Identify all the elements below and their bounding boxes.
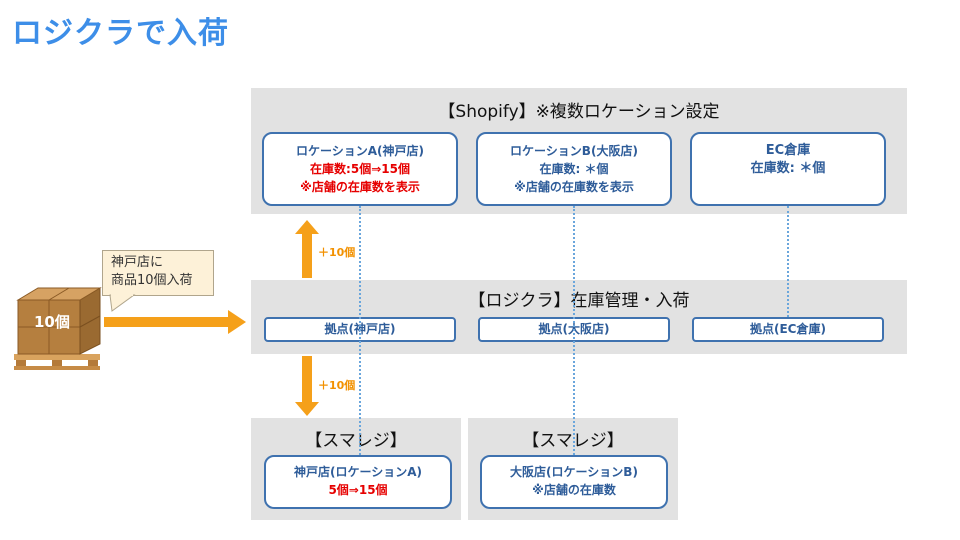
dotted-connector-kobe — [359, 206, 361, 455]
location-b-name: ロケーションB(大阪店) — [510, 144, 638, 158]
ec-warehouse-name: EC倉庫 — [765, 143, 811, 158]
smaregi-osaka-name: 大阪店(ロケーションB) — [510, 465, 638, 479]
base-ec-chip: 拠点(EC倉庫) — [692, 317, 884, 342]
page-title: ロジクラで入荷 — [12, 16, 229, 51]
smaregi-kobe-name: 神戸店(ロケーションA) — [293, 465, 423, 479]
up-arrow-label: ＋10個 — [318, 246, 356, 259]
logikura-panel-title: 【ロジクラ】在庫管理・入荷 — [468, 291, 690, 311]
location-a-card: ロケーションA(神戸店) 在庫数:5個⇒15個 ※店舗の在庫数を表示 — [262, 132, 458, 206]
cardboard-boxes-icon — [14, 287, 102, 370]
arrival-callout-line1: 神戸店に — [111, 255, 164, 270]
location-b-card: ロケーションB(大阪店) 在庫数: ＊個 ※店舗の在庫数を表示 — [476, 132, 672, 206]
arrival-callout-line2: 商品10個入荷 — [111, 273, 193, 288]
ec-warehouse-card: EC倉庫 在庫数: ＊個 — [690, 132, 886, 206]
right-arrow-icon — [104, 310, 246, 334]
location-b-stock: 在庫数: ＊個 — [539, 162, 609, 176]
smaregi-osaka-card: 大阪店(ロケーションB) ※店舗の在庫数 — [480, 455, 668, 509]
dotted-connector-ec — [787, 206, 789, 317]
boxes-label: 10個 — [34, 313, 70, 331]
down-arrow-icon — [295, 356, 319, 416]
shopify-panel-title: 【Shopify】※複数ロケーション設定 — [438, 102, 720, 122]
location-a-stock: 在庫数:5個⇒15個 — [310, 162, 410, 176]
location-a-note: ※店舗の在庫数を表示 — [300, 180, 420, 194]
location-a-name: ロケーションA(神戸店) — [295, 144, 425, 158]
smaregi-osaka-note: ※店舗の在庫数 — [532, 483, 616, 497]
location-b-note: ※店舗の在庫数を表示 — [514, 180, 634, 194]
down-arrow-label: ＋10個 — [318, 379, 356, 392]
up-arrow-icon — [295, 220, 319, 278]
arrival-callout: 神戸店に 商品10個入荷 — [102, 250, 214, 296]
smaregi-kobe-card: 神戸店(ロケーションA) 5個⇒15個 — [264, 455, 452, 509]
smaregi-panel-kobe-title: 【スマレジ】 — [305, 431, 407, 451]
ec-warehouse-stock: 在庫数: ＊個 — [750, 161, 826, 176]
dotted-connector-osaka — [573, 206, 575, 455]
smaregi-kobe-stock: 5個⇒15個 — [328, 483, 388, 497]
callout-tail — [109, 294, 136, 312]
